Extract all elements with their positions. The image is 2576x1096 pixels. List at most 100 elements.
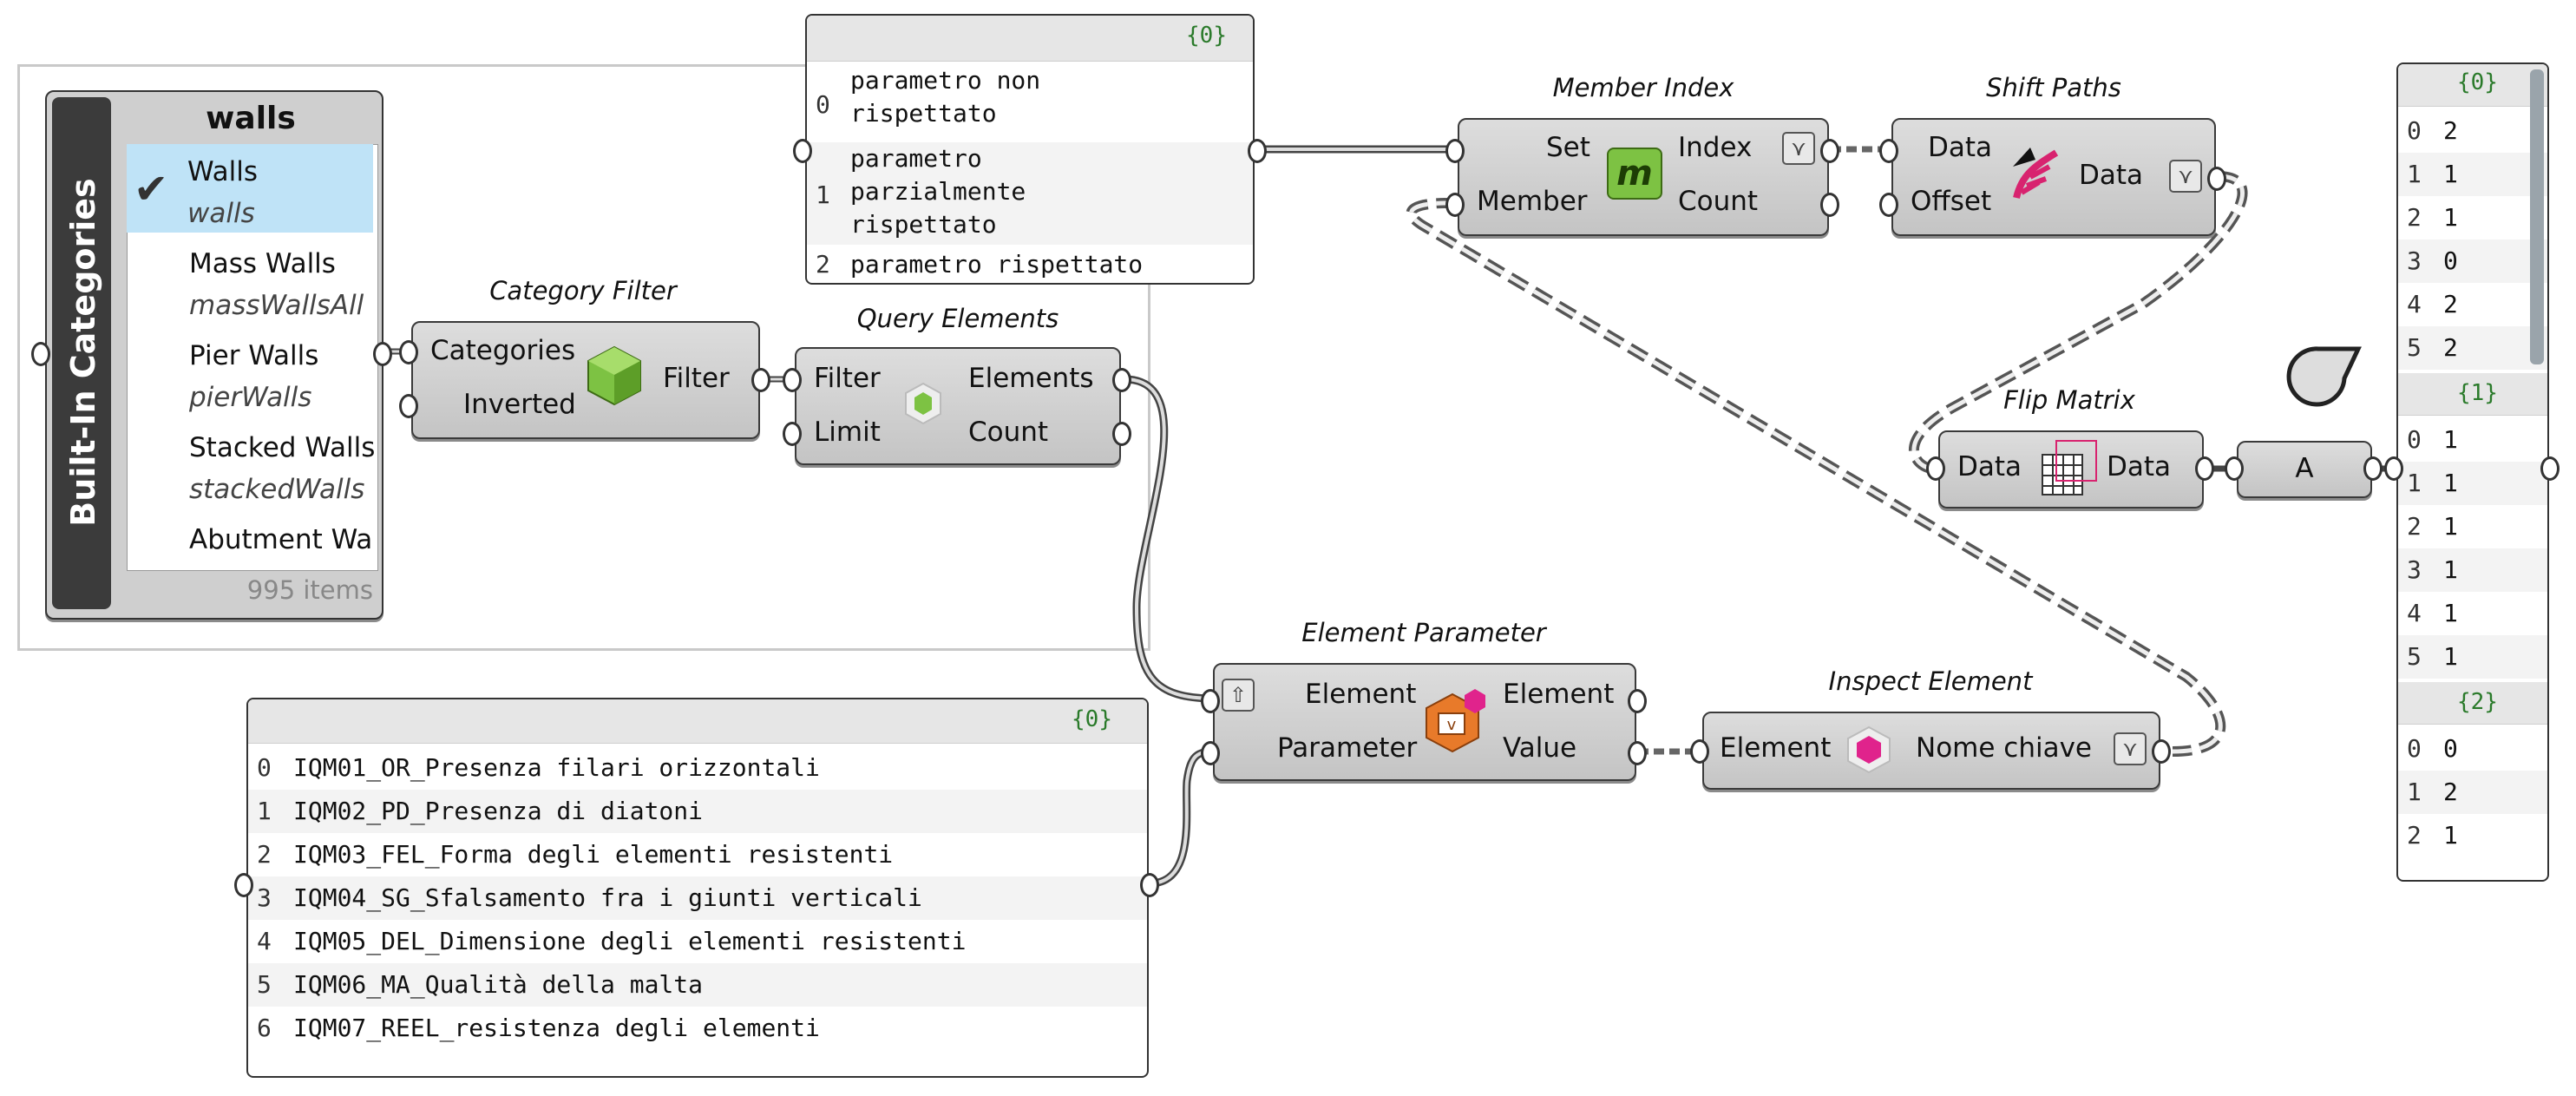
output-port[interactable] — [1628, 741, 1647, 765]
output-port[interactable] — [2540, 456, 2560, 481]
list-item-sub: pierWalls — [189, 382, 312, 413]
panel-branch-path: {2} — [2457, 689, 2498, 715]
output-port[interactable] — [2207, 167, 2226, 191]
list-item-name: Pier Walls — [189, 340, 319, 371]
output-port[interactable] — [751, 368, 770, 392]
input-label: Set — [1546, 132, 1590, 163]
panel-row: 1 parametro parzialmente rispettato — [807, 142, 1253, 245]
flip-matrix-icon — [2041, 439, 2098, 500]
relay-component[interactable]: A — [2237, 441, 2372, 498]
flip-matrix-title: Flip Matrix — [2003, 385, 2135, 415]
input-port[interactable] — [1201, 741, 1220, 765]
member-index-title: Member Index — [1552, 73, 1734, 102]
panel-header — [248, 699, 1147, 744]
panel-row: 0 parametro non rispettato — [816, 66, 1041, 128]
graft-filter-icon[interactable]: ⋎ — [2114, 732, 2147, 765]
graft-filter-icon[interactable]: ⋎ — [1782, 132, 1815, 165]
list-item-sub: walls — [187, 198, 255, 229]
panel-row: 3 IQM04_SG_Sfalsamento fra i giunti vert… — [248, 876, 1147, 920]
element-parameter-icon: v — [1425, 687, 1489, 757]
input-port[interactable] — [1201, 689, 1220, 713]
input-label: Offset — [1911, 186, 1992, 217]
input-port[interactable] — [1445, 193, 1465, 217]
panel-scrollbar[interactable] — [2530, 69, 2544, 364]
output-label: Elements — [968, 363, 1094, 394]
output-port[interactable] — [1820, 139, 1839, 163]
list-item[interactable]: ✔ Walls walls — [127, 144, 373, 233]
output-port[interactable] — [1248, 139, 1267, 163]
inspect-element-title: Inspect Element — [1828, 666, 2033, 696]
list-item-name: Mass Walls — [189, 248, 336, 279]
top-text-panel[interactable]: {0} 0 parametro non rispettato 1 paramet… — [805, 14, 1255, 285]
output-label: Data — [2107, 451, 2172, 482]
output-label: Count — [968, 417, 1049, 448]
input-label: Data — [1957, 451, 2022, 482]
output-port[interactable] — [1112, 422, 1131, 446]
list-item-name: Stacked Walls — [189, 432, 376, 463]
list-item[interactable]: Pier Walls pierWalls — [127, 328, 378, 420]
input-port[interactable] — [1926, 456, 1945, 481]
input-port[interactable] — [783, 368, 802, 392]
output-port[interactable] — [1112, 368, 1131, 392]
output-port[interactable] — [1140, 873, 1159, 897]
category-filter-component[interactable] — [411, 321, 760, 439]
panel-row: 1 IQM02_PD_Presenza di diatoni — [248, 790, 1147, 833]
input-port[interactable] — [1879, 193, 1898, 217]
input-port[interactable] — [1879, 139, 1898, 163]
input-port[interactable] — [399, 394, 418, 418]
element-parameter-component[interactable] — [1213, 663, 1636, 781]
output-port[interactable] — [2363, 456, 2383, 481]
panel-row: 6 IQM07_REEL_resistenza degli elementi — [257, 1014, 820, 1042]
graft-filter-icon[interactable]: ⋎ — [2169, 160, 2202, 193]
output-port[interactable] — [2152, 739, 2171, 764]
input-label: Parameter — [1277, 732, 1418, 764]
output-port[interactable] — [1628, 689, 1647, 713]
output-label: Value — [1503, 732, 1577, 764]
bottom-text-panel[interactable]: {0} 0 IQM01_OR_Presenza filari orizzonta… — [246, 698, 1149, 1078]
input-port[interactable] — [783, 422, 802, 446]
input-port[interactable] — [399, 340, 418, 364]
shift-paths-component[interactable] — [1891, 118, 2216, 236]
input-label: Categories — [430, 335, 576, 366]
input-port[interactable] — [1690, 739, 1709, 764]
output-label: Nome chiave — [1916, 732, 2092, 764]
empty-parameter-icon[interactable] — [2284, 344, 2362, 417]
input-label: Element — [1720, 732, 1832, 764]
output-port[interactable] — [2195, 456, 2214, 481]
output-label: Element — [1503, 679, 1615, 710]
panel-branch-path: {0} — [1072, 706, 1112, 732]
input-port[interactable] — [1445, 139, 1465, 163]
input-label: Element — [1305, 679, 1417, 710]
panel-header — [2398, 373, 2547, 416]
input-port[interactable] — [2384, 456, 2403, 481]
upload-arrow-icon[interactable]: ⇧ — [1222, 679, 1255, 712]
input-port[interactable] — [793, 139, 812, 163]
query-elements-component[interactable] — [795, 347, 1121, 465]
output-port[interactable] — [1820, 193, 1839, 217]
list-item-sub: stackedWalls — [189, 474, 365, 505]
list-item[interactable]: Stacked Walls stackedWalls — [127, 420, 378, 512]
input-port[interactable] — [31, 342, 50, 366]
input-port[interactable] — [234, 873, 253, 897]
panel-row: 5 IQM06_MA_Qualità della malta — [248, 963, 1147, 1007]
list-item[interactable]: Mass Walls massWallsAll — [127, 236, 378, 328]
svg-text:v: v — [1447, 716, 1457, 734]
relay-label: A — [2295, 453, 2314, 484]
panel-row: 4 IQM05_DEL_Dimensione degli elementi re… — [257, 927, 967, 955]
magenta-hexagon-icon — [1846, 725, 1891, 778]
list-item[interactable]: Abutment Wa — [127, 512, 378, 555]
output-port[interactable] — [373, 342, 392, 366]
input-port[interactable] — [2225, 456, 2244, 481]
